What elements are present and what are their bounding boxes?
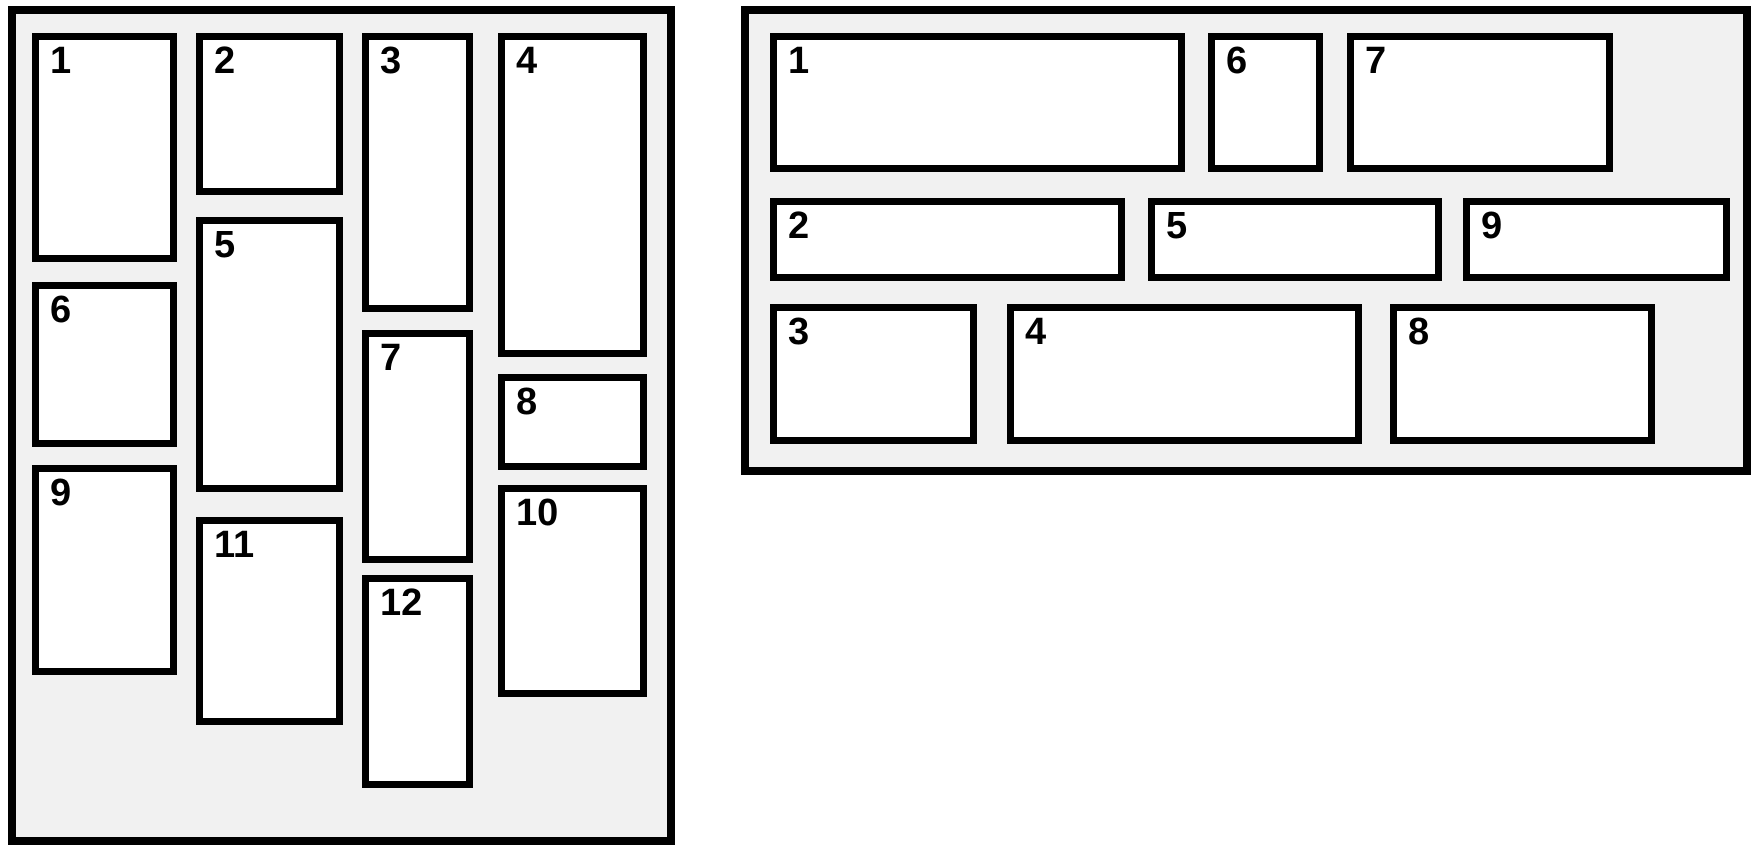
masonry-item: 11 xyxy=(196,517,343,725)
masonry-item: 7 xyxy=(362,330,473,563)
masonry-item: 8 xyxy=(1390,304,1655,444)
masonry-item: 10 xyxy=(498,485,647,697)
masonry-item-number: 3 xyxy=(380,40,402,82)
masonry-item-number: 7 xyxy=(1365,40,1387,82)
masonry-item: 8 xyxy=(498,374,647,470)
masonry-item-number: 8 xyxy=(516,381,538,423)
masonry-item: 3 xyxy=(770,304,977,444)
horizontal-masonry-panel: 1 6 7 2 5 9 3 4 8 xyxy=(741,6,1751,475)
masonry-item: 2 xyxy=(770,198,1125,281)
masonry-item-number: 9 xyxy=(50,472,72,514)
masonry-item-number: 6 xyxy=(1226,40,1248,82)
masonry-item: 6 xyxy=(32,282,177,447)
masonry-item-number: 10 xyxy=(516,492,559,534)
masonry-item-number: 5 xyxy=(214,224,236,266)
masonry-item-number: 2 xyxy=(788,205,810,247)
masonry-item: 2 xyxy=(196,33,343,195)
masonry-item: 9 xyxy=(32,465,177,675)
masonry-item-number: 3 xyxy=(788,311,810,353)
masonry-item: 4 xyxy=(1007,304,1362,444)
masonry-item-number: 12 xyxy=(380,582,423,624)
masonry-item-number: 1 xyxy=(788,40,810,82)
masonry-item: 5 xyxy=(196,217,343,492)
masonry-item: 7 xyxy=(1347,33,1613,172)
masonry-item: 1 xyxy=(770,33,1185,172)
masonry-item-number: 11 xyxy=(214,524,255,566)
masonry-item: 5 xyxy=(1148,198,1442,281)
masonry-item-number: 6 xyxy=(50,289,72,331)
masonry-item-number: 4 xyxy=(516,40,538,82)
masonry-item-number: 1 xyxy=(50,40,72,82)
masonry-item: 1 xyxy=(32,33,177,262)
masonry-item: 3 xyxy=(362,33,473,312)
masonry-item-number: 5 xyxy=(1166,205,1188,247)
masonry-item: 6 xyxy=(1208,33,1323,172)
masonry-item-number: 9 xyxy=(1481,205,1503,247)
masonry-item-number: 8 xyxy=(1408,311,1430,353)
masonry-item-number: 2 xyxy=(214,40,236,82)
masonry-item-number: 4 xyxy=(1025,311,1047,353)
masonry-item-number: 7 xyxy=(380,337,402,379)
masonry-item: 9 xyxy=(1463,198,1730,281)
masonry-item: 4 xyxy=(498,33,647,357)
masonry-item: 12 xyxy=(362,575,473,788)
